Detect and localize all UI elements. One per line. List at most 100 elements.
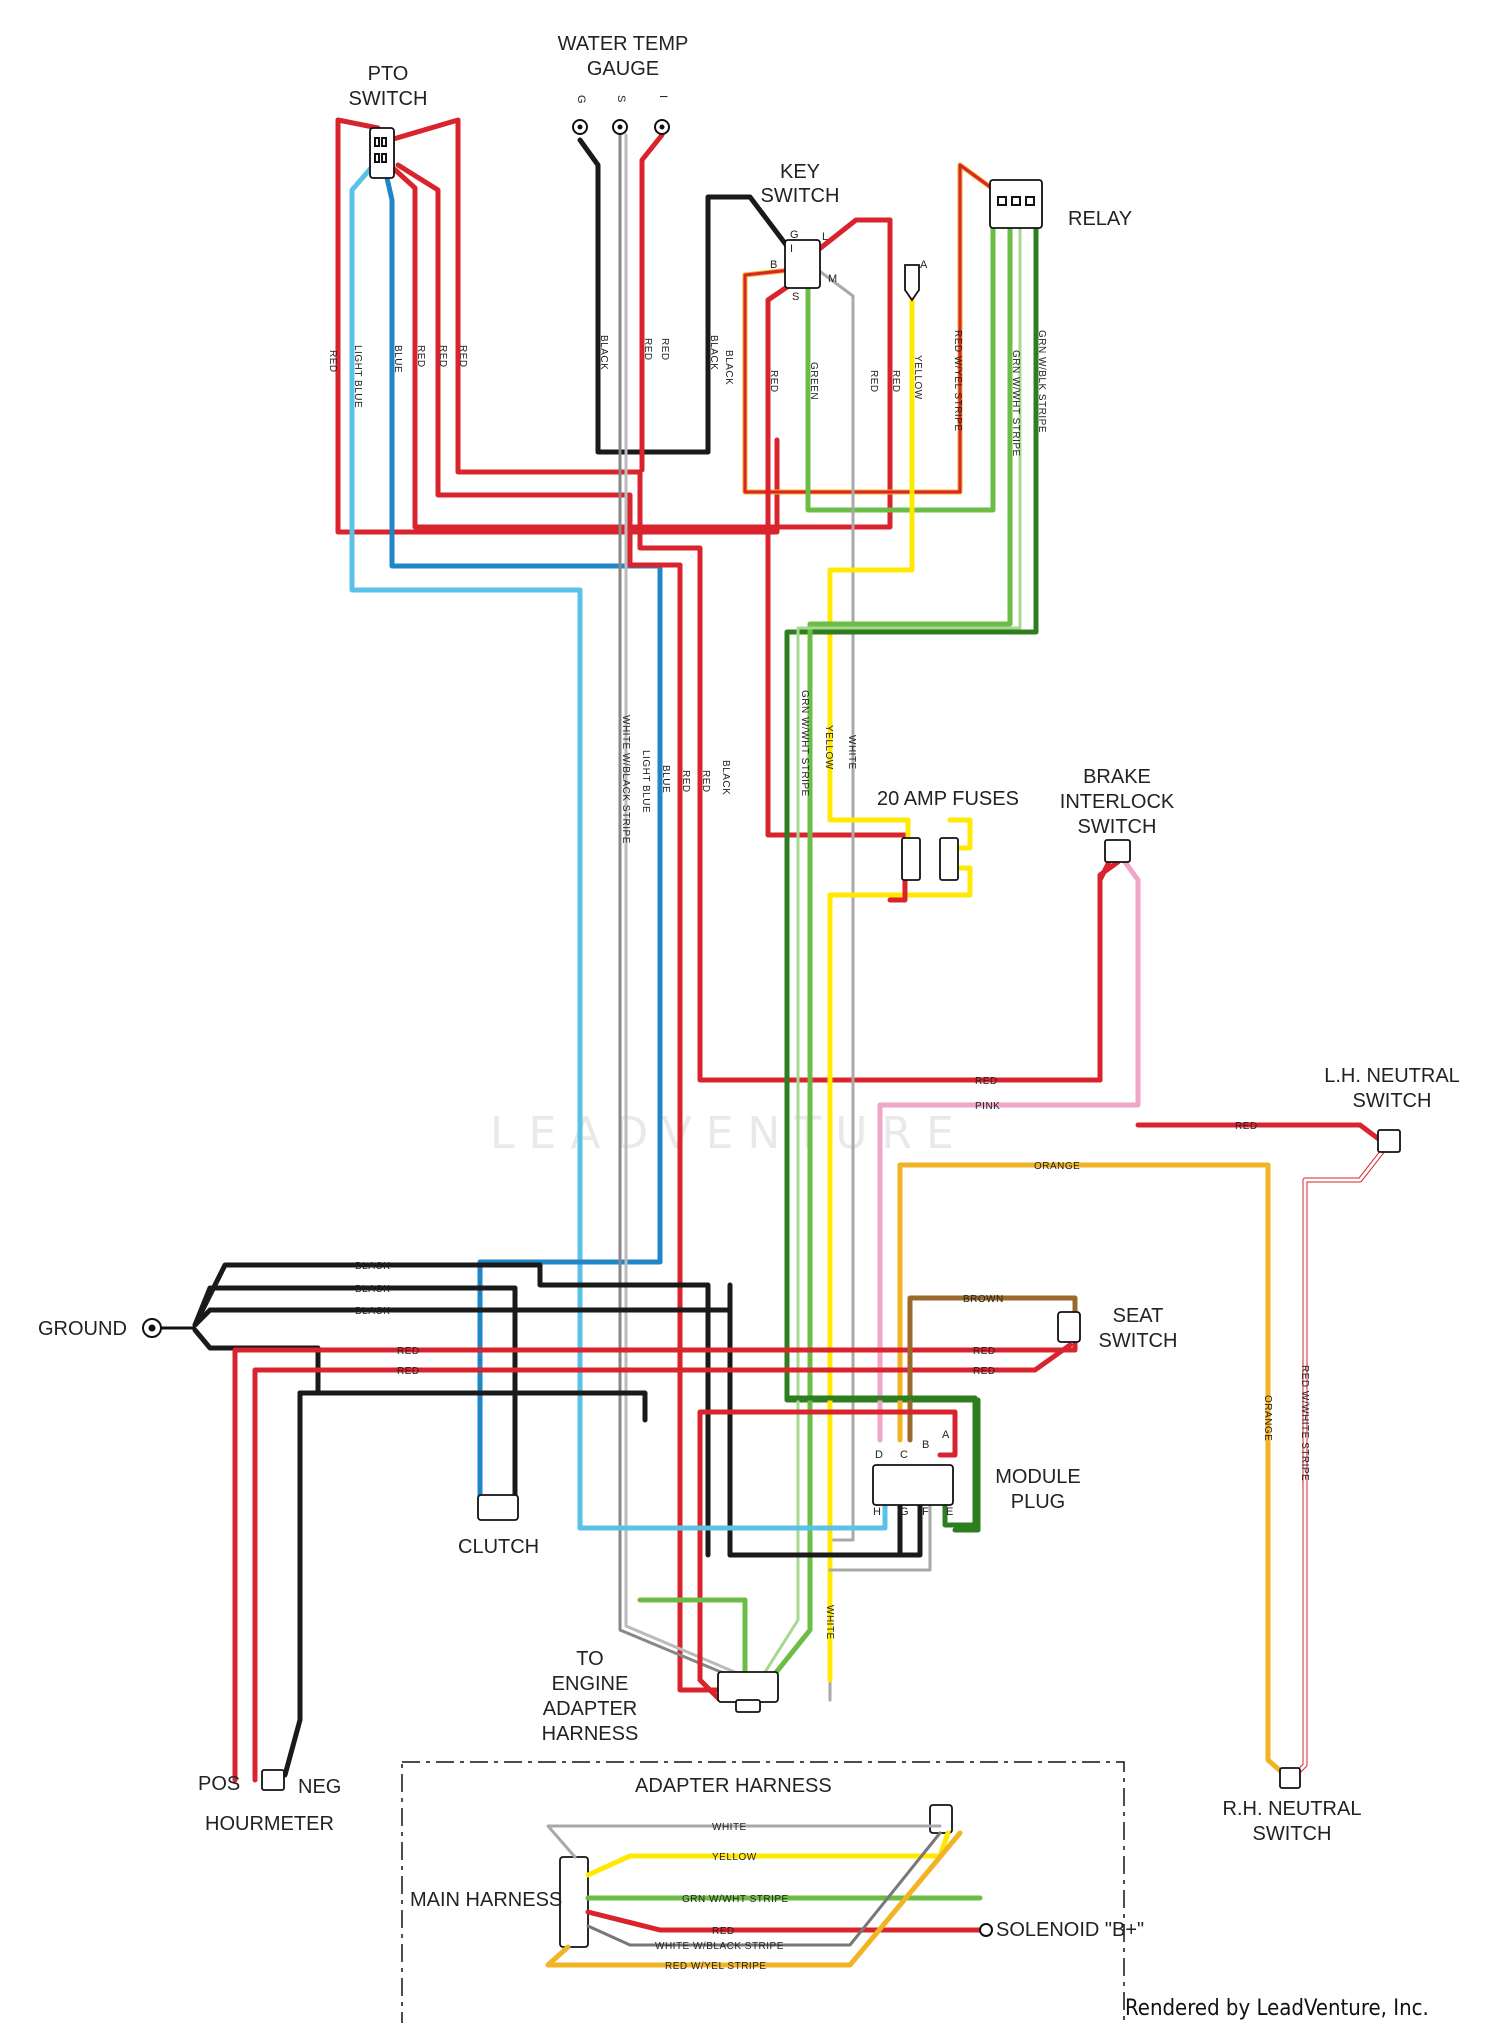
relay: [989, 179, 1043, 229]
adapter-wire-yellow: [585, 1830, 951, 1878]
wire-gauge-red: [639, 132, 665, 473]
wire-ground-black-3: [192, 1282, 923, 1558]
wire-lh-red: [1135, 1122, 1383, 1143]
wire-engine-green: [637, 1597, 748, 1683]
wire-labels: RED LIGHT BLUE BLUE RED RED RED BLACK RE…: [327, 330, 1310, 1972]
wl-key-red-3: RED: [890, 370, 901, 393]
wl-red-wht: RED W/WHITE STRIPE: [1299, 1365, 1310, 1481]
label-fuses: 20 AMP FUSES: [877, 788, 1019, 810]
rh-neutral-switch: [1279, 1767, 1301, 1789]
wire-brake-pink: [877, 859, 1141, 1443]
wire-key-red-yel-inner: [743, 163, 1010, 494]
wl-grn-wht: GRN W/WHT STRIPE: [1010, 350, 1021, 457]
wire-gauge-white-black-2: [624, 133, 746, 1678]
wire-relay-grn-wht: [767, 215, 1013, 1683]
wl-pto-light-blue: LIGHT BLUE: [352, 345, 363, 408]
wl-gauge-black-2: BLACK: [708, 335, 719, 370]
wl-yellow-mid: YELLOW: [823, 725, 834, 770]
wl-orange-vert: ORANGE: [1262, 1395, 1273, 1441]
wl-adapter-yellow: YELLOW: [712, 1852, 757, 1863]
clutch-connector: [477, 1494, 519, 1521]
wl-adapter-white: WHITE: [712, 1822, 747, 1833]
wire-key-yellow: [827, 297, 915, 843]
water-temp-gauge: G S I: [572, 95, 670, 135]
gauge-pin-g: G: [575, 95, 587, 104]
hourmeter: [261, 1769, 285, 1791]
wl-orange: ORANGE: [1034, 1161, 1080, 1172]
wl-red-seat-1: RED: [973, 1346, 996, 1357]
adapter-wire-white-black: [586, 1831, 942, 1947]
wl-red-seat-2: RED: [973, 1366, 996, 1377]
wl-key-green: GREEN: [808, 362, 819, 400]
label-ground: GROUND: [38, 1318, 127, 1340]
wl-adapter-red-yel: RED W/YEL STRIPE: [665, 1961, 767, 1972]
relay-a-terminal: A: [904, 259, 928, 302]
label-neg: NEG: [298, 1776, 341, 1798]
module-pin-e: E: [946, 1506, 953, 1518]
wl-brown: BROWN: [963, 1294, 1004, 1305]
wire-ground-black-1: [192, 1262, 711, 1558]
wire-brown: [907, 1295, 1078, 1443]
label-hourmeter: HOURMETER: [205, 1813, 334, 1835]
wire-module-white: [828, 1503, 932, 1572]
wire-key-red-yel: [742, 162, 1011, 495]
wire-ground-black-2: [192, 1285, 518, 1508]
label-adapter-harness: ADAPTER HARNESS: [635, 1775, 832, 1797]
module-pin-c: C: [900, 1449, 908, 1461]
module-pin-b: B: [922, 1439, 929, 1451]
label-solenoid: SOLENOID "B+": [996, 1919, 1144, 1941]
wl-pto-red-4: RED: [457, 345, 468, 368]
wl-pto-red-2: RED: [415, 345, 426, 368]
wl-black-1: BLACK: [355, 1261, 390, 1272]
wl-red-g2: RED: [397, 1366, 420, 1377]
wire-pto-red-3: [395, 162, 683, 1665]
wire-key-white: [816, 268, 855, 1702]
wire-key-green: [805, 215, 996, 513]
wl-gauge-red-2: RED: [659, 338, 670, 361]
wl-adapter-white-black: WHITE W/BLACK STRIPE: [655, 1941, 784, 1952]
brake-interlock-switch: [1104, 839, 1131, 863]
wl-pto-red-3: RED: [437, 345, 448, 368]
wl-pto-blue: BLUE: [392, 345, 403, 373]
wl-red-lh: RED: [1235, 1121, 1258, 1132]
wire-fuse-yellow-2: [827, 865, 973, 1683]
key-pin-m: M: [828, 273, 837, 285]
relay-pin-a: A: [920, 259, 928, 271]
gauge-pin-i: I: [657, 95, 669, 98]
key-pin-g: G: [790, 229, 799, 241]
wl-light-blue-2: LIGHT BLUE: [640, 750, 651, 813]
wire-module-red: [697, 1409, 958, 1703]
wire-gauge-black: [577, 137, 793, 455]
wire-module-black: [727, 1502, 903, 1558]
wire-orange: [897, 1162, 1288, 1778]
wl-red-mid-2: RED: [700, 770, 711, 793]
wl-adapter-red: RED: [712, 1926, 735, 1937]
wire-engine-red: [677, 1659, 723, 1693]
module-pin-g: G: [900, 1506, 909, 1518]
wires: [192, 117, 1388, 1783]
ground-terminal: [142, 1318, 195, 1338]
wl-pto-red: RED: [327, 350, 338, 373]
wl-pink: PINK: [975, 1101, 1000, 1112]
gauge-pin-s: S: [615, 95, 627, 102]
module-pin-d: D: [875, 1449, 883, 1461]
wire-fuse-yellow: [947, 817, 973, 851]
wl-adapter-grn-wht: GRN W/WHT STRIPE: [682, 1894, 789, 1905]
module-pin-a: A: [942, 1429, 950, 1441]
wire-pto-red-2: [390, 165, 893, 530]
wl-grn-wht-mid: GRN W/WHT STRIPE: [799, 690, 810, 797]
adapter-wire-red-yel: [545, 1830, 963, 1968]
wl-white-black: WHITE W/BLACK STRIPE: [620, 715, 631, 844]
key-pin-b: B: [770, 259, 777, 271]
watermark: LEADVENTURE: [490, 1108, 968, 1159]
key-pin-l: L: [822, 231, 828, 243]
